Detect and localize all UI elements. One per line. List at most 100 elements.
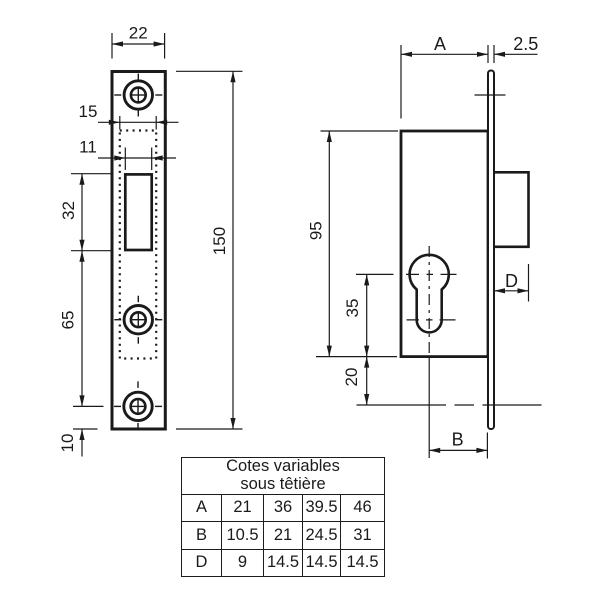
- table-title-line2: sous têtière: [240, 474, 326, 493]
- label-plate-thickness: 2.5: [513, 34, 538, 54]
- dim-plate-height: [176, 70, 243, 430]
- arrowhead: [108, 119, 120, 125]
- side-view: [356, 69, 542, 458]
- screw-hole-middle: [114, 295, 163, 344]
- dim-bolt-depth: [494, 264, 530, 302]
- row-D-value-1: 9: [221, 548, 264, 578]
- arrowhead: [476, 447, 488, 453]
- dim-slot-width: [98, 147, 176, 170]
- row-B-value-4: 31: [340, 521, 385, 550]
- arrowhead: [364, 356, 370, 368]
- dim-backset: [429, 432, 488, 459]
- row-B-value-1: 10.5: [221, 521, 264, 550]
- screw-hole-circle: [122, 79, 154, 111]
- label-body-height: 95: [307, 221, 326, 240]
- label-bottom-offset: 10: [58, 434, 77, 453]
- arrowhead: [429, 447, 441, 453]
- row-D-label: D: [181, 548, 222, 578]
- faceplate-inset-dotted: [118, 129, 158, 360]
- cylinder-profile: [408, 253, 451, 334]
- label-slot-height: 32: [59, 201, 78, 220]
- dimension-labels: 22 15 11 32 65 10 150: [58, 24, 229, 453]
- arrowhead: [326, 345, 332, 357]
- dim-cylinder-offset: [356, 273, 394, 357]
- label-axis-offset: 20: [342, 368, 361, 387]
- arrowhead: [114, 155, 126, 161]
- arrowhead: [494, 51, 505, 57]
- row-A-value-3: 39.5: [302, 493, 341, 523]
- front-view-dimensions: 22 15 11 32 65 10 150: [58, 24, 243, 457]
- row-B-value-3: 24.5: [302, 521, 341, 550]
- label-backset: B: [452, 430, 464, 450]
- screw-hole-circle: [129, 86, 148, 104]
- dimension-labels: A 2.5 95 35 20 D B: [307, 34, 539, 450]
- label-slot-width: 11: [79, 138, 97, 157]
- arrowhead: [517, 288, 529, 294]
- arrowhead: [326, 131, 332, 142]
- arrowhead: [79, 239, 85, 251]
- arrowhead: [230, 418, 236, 429]
- row-B-value-2: 21: [263, 521, 303, 550]
- bolt: [489, 171, 530, 249]
- screw-hole-bottom: [114, 381, 162, 429]
- dim-plate-width: [111, 33, 166, 59]
- dim-plate-thickness: [494, 51, 538, 57]
- front-view: [110, 70, 167, 431]
- label-body-depth: A: [434, 34, 446, 54]
- row-D-value-3: 14.5: [302, 548, 341, 578]
- side-view-centerlines: [356, 94, 542, 458]
- arrowhead: [79, 429, 85, 440]
- dim-body-depth: [400, 45, 495, 119]
- arrowhead: [153, 41, 165, 47]
- screw-hole-middle-centermark: [114, 295, 163, 344]
- arrowhead: [79, 173, 85, 185]
- arrowhead: [230, 71, 236, 83]
- dim-bottom-offset: [73, 428, 98, 457]
- label-hole-spacing: 65: [59, 311, 78, 330]
- row-A-value-4: 46: [340, 493, 385, 523]
- table-title-line1: Cotes variables: [226, 457, 340, 475]
- screw-hole-circle: [122, 304, 154, 336]
- dim-hole-spacing: [73, 250, 104, 407]
- row-B-label: B: [181, 521, 222, 550]
- faceplate-side: [487, 69, 495, 430]
- table-row-A: A 21 36 39.5 46: [181, 493, 385, 523]
- side-view-dimensions: A 2.5 95 35 20 D B: [307, 34, 539, 459]
- dim-axis-offset: [364, 356, 370, 405]
- arrowhead: [477, 51, 488, 57]
- screw-hole-top-centermark: [114, 73, 163, 117]
- label-bolt-depth: D: [505, 271, 518, 291]
- label-cylinder-offset: 35: [343, 299, 362, 318]
- screw-hole-circle: [129, 311, 148, 329]
- arrowhead: [364, 345, 370, 357]
- row-D-value-2: 14.5: [263, 548, 303, 578]
- label-plate-width: 22: [129, 24, 148, 43]
- label-inset-width: 15: [79, 102, 98, 121]
- screw-hole-circle: [129, 397, 147, 416]
- arrowhead: [112, 41, 123, 47]
- screw-hole-bottom-centermark: [114, 381, 162, 429]
- arrowhead: [79, 395, 85, 407]
- dim-inset-width: [98, 116, 179, 130]
- row-A-value-1: 21: [221, 493, 264, 523]
- screw-hole-circle: [122, 390, 154, 423]
- row-D-value-4: 14.5: [340, 548, 385, 578]
- table-row-D: D 9 14.5 14.5 14.5: [181, 548, 385, 578]
- arrowhead: [156, 119, 168, 125]
- table-title: Cotes variables sous têtière: [181, 457, 385, 495]
- table-row-B: B 10.5 21 24.5 31: [181, 521, 385, 550]
- row-A-value-2: 36: [263, 493, 303, 523]
- table-header-row: Cotes variables sous têtière: [181, 457, 385, 495]
- variable-dimensions-table: Cotes variables sous têtière A 21 36 39.…: [181, 457, 385, 578]
- screw-hole-top: [114, 73, 163, 117]
- arrowhead: [151, 155, 163, 161]
- lock-body: [399, 129, 490, 359]
- arrowhead: [401, 51, 412, 57]
- arrowhead: [79, 250, 85, 262]
- arrowhead: [364, 394, 370, 405]
- row-A-label: A: [181, 493, 222, 523]
- dim-slot-height: [71, 173, 111, 252]
- latch-slot: [123, 173, 154, 252]
